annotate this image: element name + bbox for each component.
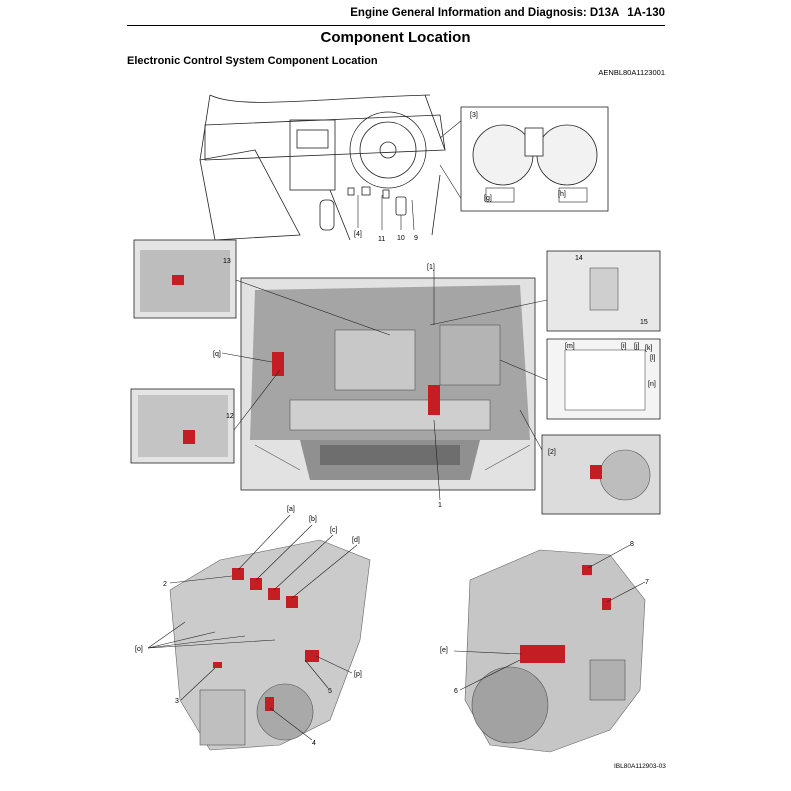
dash-leader-lines [357, 119, 463, 231]
callout-bracket-2: [2] [548, 449, 556, 456]
callout-bracket-k: [k] [645, 345, 652, 352]
callout-7: 7 [645, 579, 649, 586]
callout-bracket-o: [o] [135, 646, 143, 653]
callout-bracket-a: [a] [287, 506, 295, 513]
callout-10: 10 [397, 235, 405, 242]
callout-bracket-e: [e] [440, 647, 448, 654]
engine-right-photo [464, 549, 646, 753]
callout-5: 5 [328, 688, 332, 695]
callout-bracket-3: [3] [470, 112, 478, 119]
callout-2: 2 [163, 581, 167, 588]
callout-11: 11 [378, 236, 385, 243]
figure-code-top: AENBL80A1123001 [598, 68, 665, 77]
header-section: Engine General Information and Diagnosis… [350, 7, 620, 19]
callout-bracket-d: [d] [352, 537, 360, 544]
callout-bracket-1: [1] [427, 264, 435, 271]
engine-left-photo [169, 539, 371, 751]
callout-bracket-b: [b] [309, 516, 317, 523]
callout-8: 8 [630, 541, 634, 548]
engine-leader-lines [147, 352, 646, 741]
callout-6: 6 [454, 688, 458, 695]
callout-bracket-h: [h] [558, 191, 566, 198]
callout-12: 12 [226, 413, 234, 420]
callout-bracket-l: [l] [650, 355, 656, 362]
callout-1: 1 [438, 502, 442, 509]
detail-inset-2 [541, 434, 661, 515]
detail-inset-12 [130, 388, 235, 464]
detail-inset-13 [133, 239, 237, 319]
callout-15: 15 [640, 319, 648, 326]
callout-bracket-g: [g] [484, 195, 492, 202]
callout-9: 9 [414, 235, 418, 242]
callout-bracket-m: [m] [565, 343, 575, 350]
callout-bracket-p: [p] [354, 671, 362, 678]
meter-inset [460, 106, 609, 212]
detail-inset-fuse-box [546, 338, 661, 420]
callout-bracket-c: [c] [330, 527, 337, 534]
dashboard-illustration [199, 94, 446, 241]
callout-3: 3 [175, 698, 179, 705]
callout-14: 14 [575, 255, 583, 262]
figure-code-bottom: IBL80A112903-03 [614, 763, 666, 770]
callout-bracket-n: [n] [648, 381, 656, 388]
callout-4: 4 [312, 740, 316, 747]
page-title: Component Location [320, 29, 471, 46]
callout-13: 13 [223, 258, 231, 265]
callout-bracket-j: [j] [634, 343, 640, 350]
callout-bracket-i: [i] [621, 343, 627, 350]
header-page-number: 1A-130 [627, 7, 665, 19]
page-header: Engine General Information and Diagnosis… [127, 6, 665, 26]
inset-leader-lines [233, 270, 548, 501]
section-subtitle: Electronic Control System Component Loca… [127, 55, 378, 67]
callout-bracket-q: [q] [213, 351, 221, 358]
callout-bracket-4: [4] [354, 231, 362, 238]
detail-inset-14-15 [546, 250, 661, 332]
engine-bay-photo [240, 277, 536, 491]
callout-labels: 1 2 3 4 5 6 7 8 9 10 11 12 13 14 15 [1] … [135, 112, 656, 747]
